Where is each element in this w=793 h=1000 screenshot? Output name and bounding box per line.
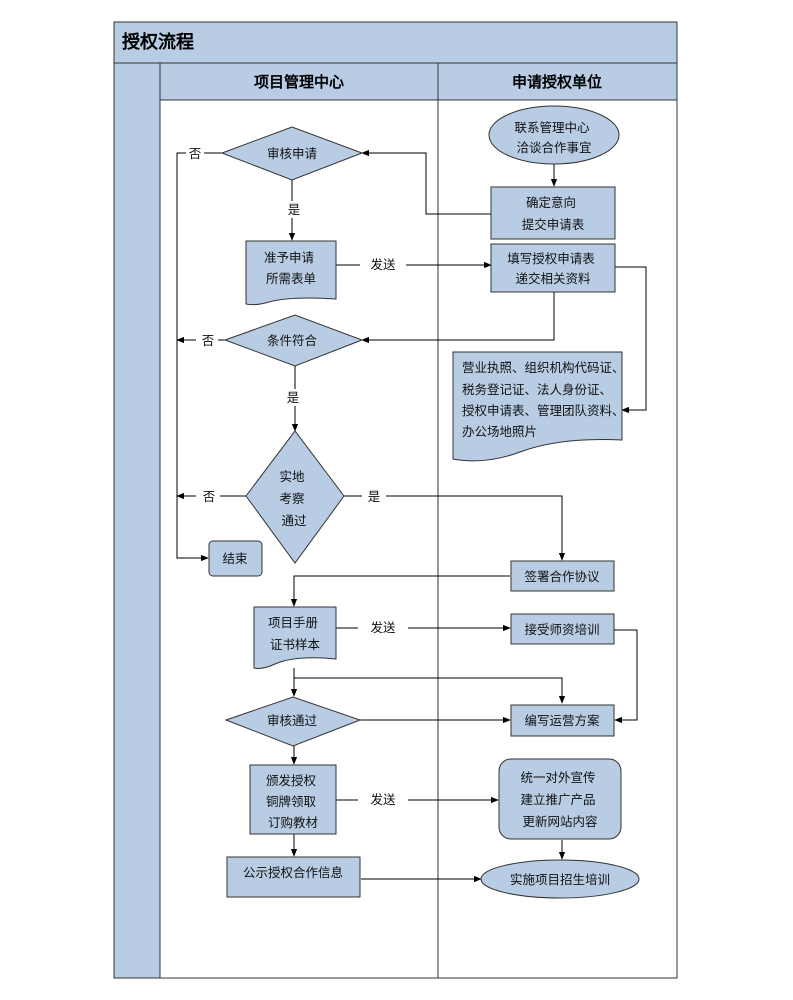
- lane-header-right: [437, 62, 678, 101]
- arrow-fill-materials: [615, 266, 647, 414]
- node-condition-decision: [223, 314, 364, 367]
- outer-frame: [113, 21, 678, 979]
- edge-labels: 否 是 发送 否 是 否 是 发送 发送: [186, 145, 408, 809]
- node-manual-doc: [253, 606, 337, 669]
- text-fill-form: 填写授权申请表 递交相关资料: [507, 251, 599, 286]
- label-yes-review: 是: [288, 202, 301, 217]
- text-implement: 实施项目招生培训: [510, 872, 610, 887]
- node-review-decision: [220, 126, 364, 181]
- text-issue: 颁发授权 铜牌领取 订购教材: [266, 773, 320, 830]
- text-condition: 条件符合: [267, 333, 318, 348]
- text-end: 结束: [222, 551, 248, 566]
- lane-title-right: 申请授权单位: [512, 73, 602, 91]
- text-contact: 联系管理中心 洽谈合作事宜: [515, 120, 594, 155]
- node-end: [208, 540, 263, 577]
- label-no-condition: 否: [202, 333, 215, 348]
- text-inspect: 实地 考察 通过: [280, 469, 309, 528]
- lane-title-left: 项目管理中心: [254, 73, 344, 91]
- node-training: [510, 613, 615, 645]
- arrow-loop-plan: [293, 677, 566, 704]
- node-publish: [226, 856, 361, 898]
- diagram-title: 授权流程: [122, 31, 194, 53]
- lane-header-left: [159, 62, 439, 101]
- text-manual: 项目手册 证书样本: [268, 615, 322, 652]
- text-plan: 编写运营方案: [524, 713, 600, 728]
- node-implement: [480, 859, 640, 899]
- node-reviewpass-decision: [224, 696, 362, 747]
- arrow-sign-manual: [290, 575, 510, 607]
- title-band: [113, 21, 678, 64]
- node-issue: [249, 764, 337, 835]
- label-send-manual: 发送: [370, 620, 396, 635]
- node-fill-form: [490, 243, 616, 293]
- text-confirm: 确定意向 提交申请表: [522, 195, 585, 232]
- text-training: 接受师资培训: [524, 622, 599, 637]
- arrow-training-plan: [614, 629, 638, 724]
- node-approve-doc: [245, 240, 337, 306]
- node-sign: [510, 560, 615, 592]
- label-yes-inspect: 是: [368, 489, 381, 504]
- text-promote: 统一对外宣传 建立推广产品 更新网站内容: [521, 770, 600, 829]
- text-approve-doc: 准予申请 所需表单: [264, 250, 318, 286]
- label-send-issue: 发送: [370, 792, 396, 807]
- arrow-confirm-review: [361, 149, 491, 215]
- arrow-inspect-yes: [344, 495, 566, 561]
- text-publish: 公示授权合作信息: [243, 865, 343, 880]
- node-inspect-decision: [245, 430, 345, 564]
- text-reviewpass: 审核通过: [267, 713, 318, 728]
- label-send-form: 发送: [370, 257, 396, 272]
- label-no-inspect: 否: [203, 489, 216, 504]
- text-review: 审核申请: [267, 146, 317, 161]
- node-promote: [498, 758, 622, 840]
- left-margin-band: [113, 62, 161, 979]
- node-confirm: [490, 186, 616, 240]
- node-plan: [510, 704, 615, 737]
- label-no-review: 否: [189, 146, 202, 161]
- node-materials-doc: [452, 351, 623, 462]
- node-contact: [488, 105, 620, 165]
- connectors: [176, 149, 647, 883]
- label-yes-condition: 是: [287, 390, 300, 405]
- text-materials: 营业执照、组织机构代码证、 税务登记证、法人身份证、 授权申请表、管理团队资料、…: [462, 360, 629, 439]
- text-sign: 签署合作协议: [524, 569, 600, 584]
- arrow-fill-condition: [361, 292, 555, 344]
